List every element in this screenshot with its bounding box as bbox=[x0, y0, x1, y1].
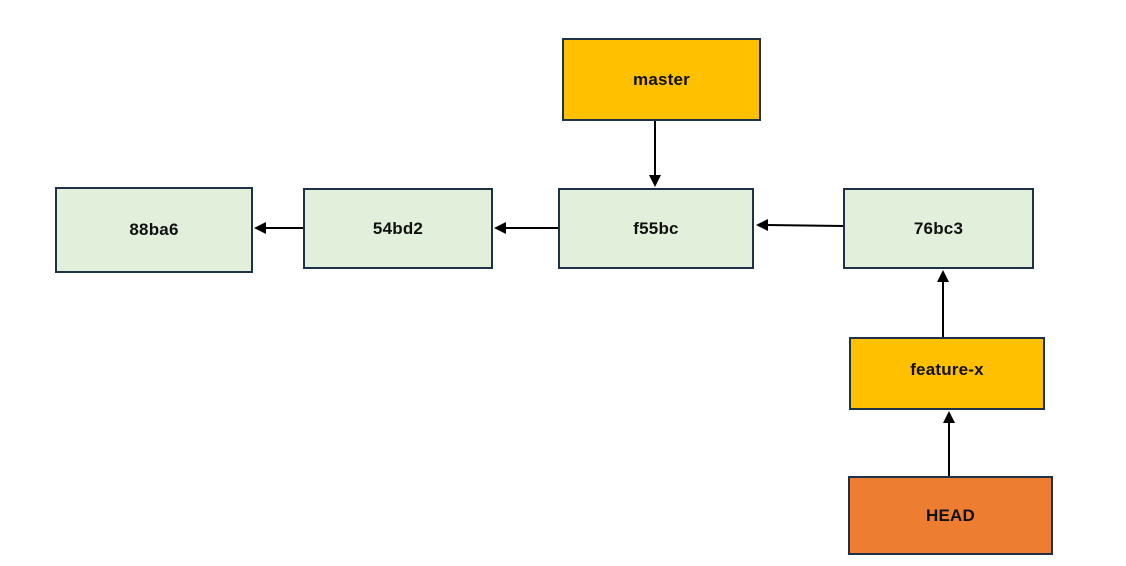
branch-node-master-label: master bbox=[633, 69, 690, 89]
branch-node-master: master bbox=[562, 38, 761, 121]
arrow-master-to-f55bc bbox=[649, 121, 661, 187]
commit-node-88ba6: 88ba6 bbox=[55, 187, 253, 273]
arrow-54bd2-to-88ba6 bbox=[254, 222, 303, 234]
head-pointer-node-label: HEAD bbox=[926, 505, 975, 525]
commit-node-88ba6-label: 88ba6 bbox=[129, 220, 179, 239]
arrow-head-to-feature-x bbox=[943, 411, 955, 476]
head-pointer-node: HEAD bbox=[848, 476, 1053, 555]
commit-node-54bd2-label: 54bd2 bbox=[372, 218, 424, 238]
commit-node-f55bc-label: f55bc bbox=[633, 218, 679, 238]
commit-node-76bc3-label: 76bc3 bbox=[913, 218, 964, 238]
commit-node-f55bc: f55bc bbox=[558, 188, 754, 269]
commit-node-54bd2: 54bd2 bbox=[303, 188, 493, 269]
branch-node-feature-x: feature-x bbox=[849, 337, 1045, 410]
arrow-f55bc-to-54bd2 bbox=[494, 222, 558, 234]
branch-node-feature-x-label: feature-x bbox=[910, 359, 984, 379]
arrow-76bc3-to-f55bc bbox=[756, 219, 844, 231]
arrow-feature-x-to-76bc3 bbox=[937, 270, 949, 337]
commit-node-76bc3: 76bc3 bbox=[843, 188, 1034, 269]
